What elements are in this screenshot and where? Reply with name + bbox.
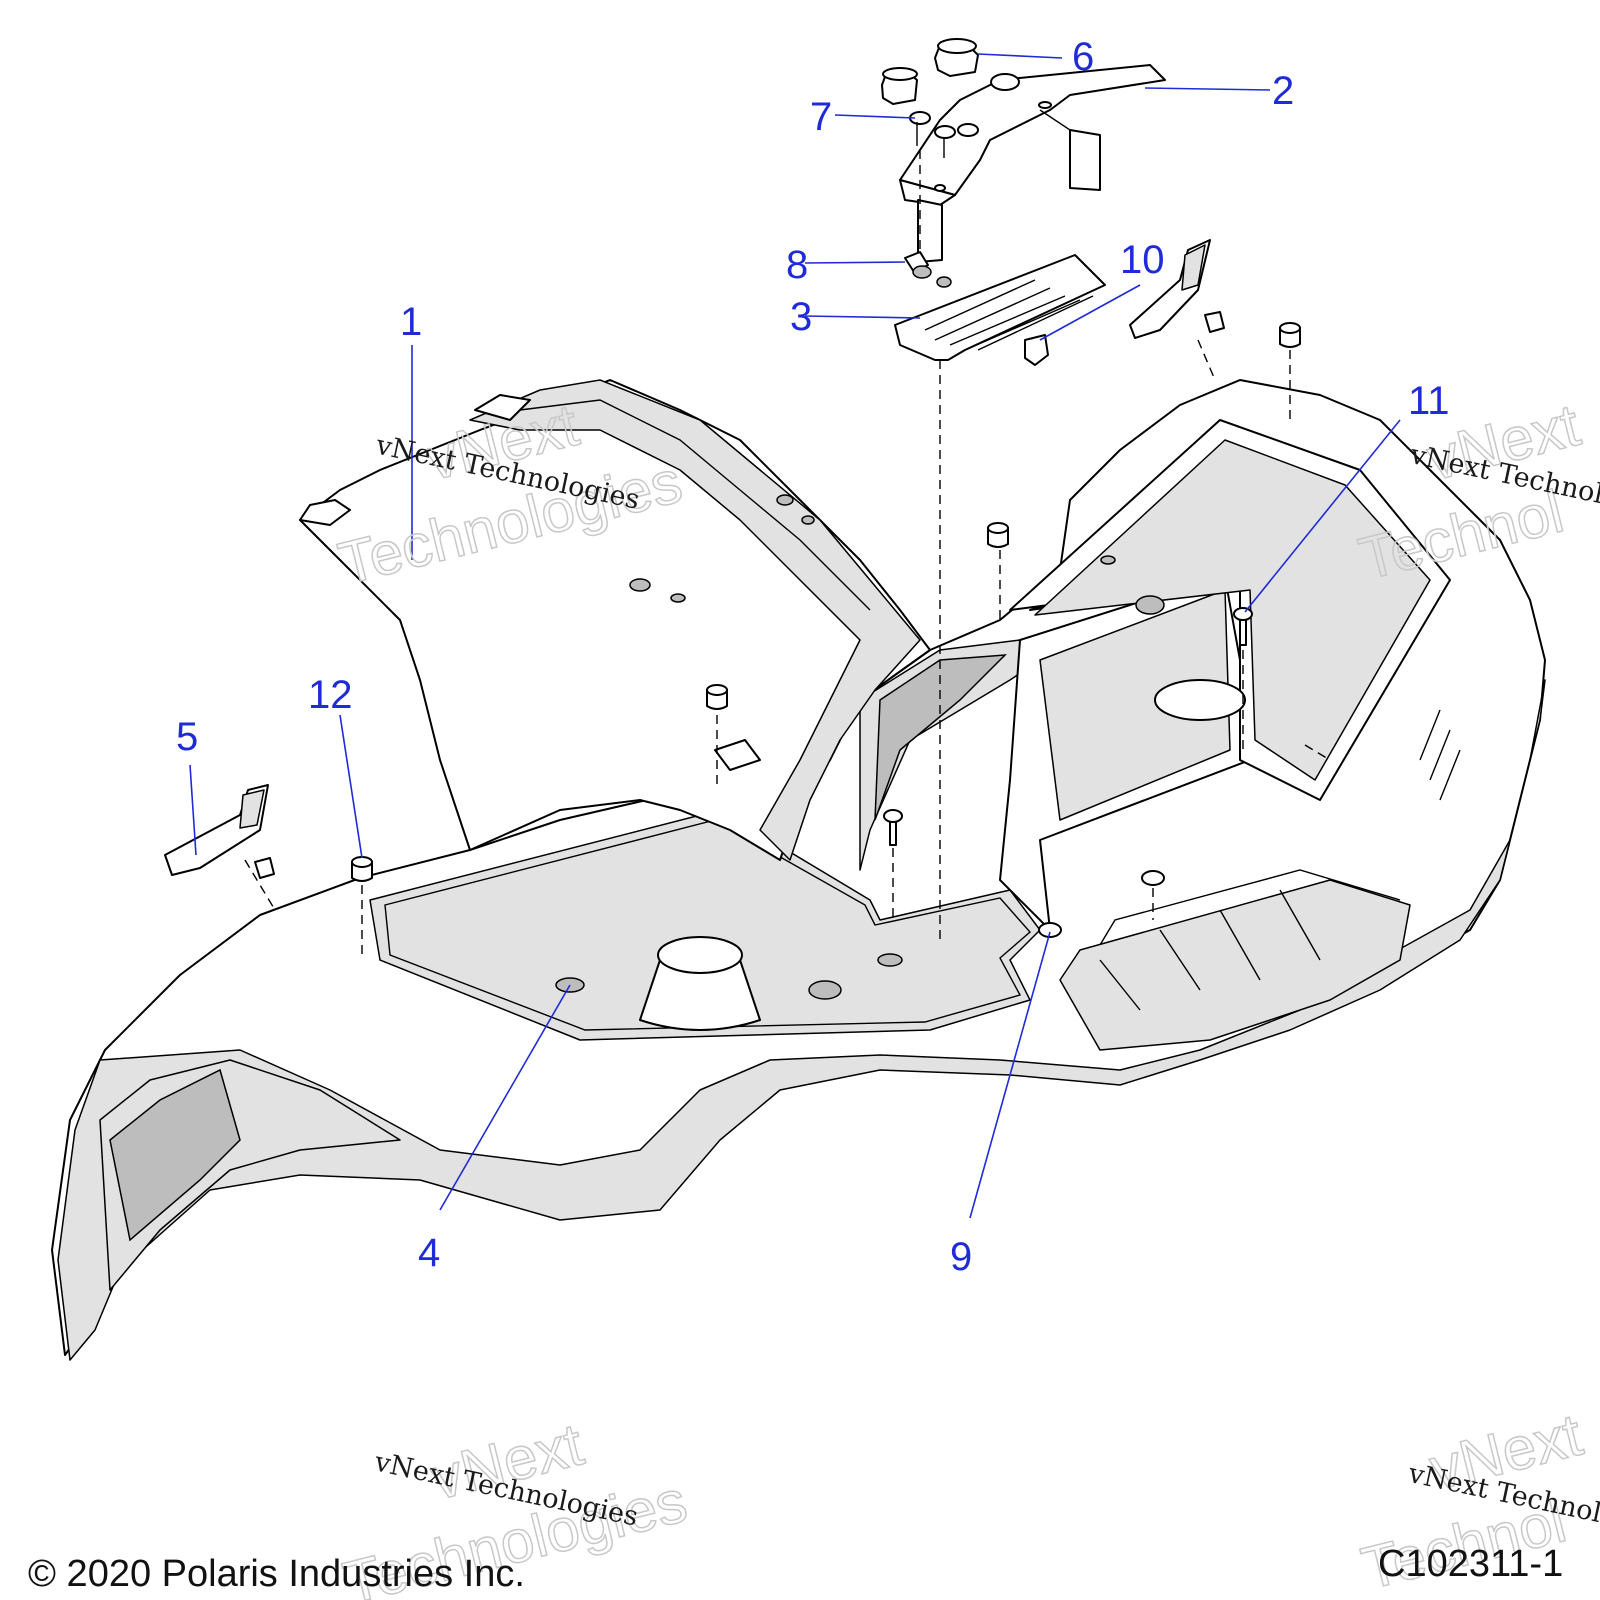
callout-4: 4 bbox=[418, 1231, 440, 1275]
nut-center bbox=[987, 522, 1009, 548]
callout-3: 3 bbox=[790, 295, 812, 339]
callout-10: 10 bbox=[1120, 238, 1165, 282]
leader-lines bbox=[189, 53, 1401, 1219]
rear-cab-body bbox=[51, 379, 1546, 1361]
callout-6: 6 bbox=[1072, 35, 1094, 79]
callout-1: 1 bbox=[400, 300, 422, 344]
callout-11: 11 bbox=[1408, 379, 1450, 423]
clip-8 bbox=[904, 251, 952, 288]
nut-12 bbox=[351, 856, 373, 882]
screw-center bbox=[883, 809, 903, 846]
handle-5 bbox=[164, 784, 275, 879]
callout-8: 8 bbox=[786, 243, 808, 287]
copyright-notice: © 2020 Polaris Industries Inc. bbox=[28, 1553, 525, 1595]
callout-labels: 1 2 3 4 5 6 7 8 9 10 11 12 bbox=[176, 35, 1450, 1279]
callout-7: 7 bbox=[810, 95, 832, 139]
assembly-lines bbox=[244, 150, 1331, 955]
rivet-9 bbox=[1038, 922, 1062, 938]
screw-7 bbox=[909, 111, 956, 158]
rack-support-bracket bbox=[899, 64, 1166, 263]
storage-lid-panel-3 bbox=[894, 254, 1106, 361]
figure-id: C102311-1 bbox=[1378, 1543, 1563, 1585]
callout-12: 12 bbox=[308, 673, 353, 717]
nut-right-top bbox=[1279, 322, 1301, 348]
callout-9: 9 bbox=[950, 1235, 972, 1279]
callout-2: 2 bbox=[1272, 69, 1294, 113]
rivet-right bbox=[1141, 870, 1165, 886]
nut-fender bbox=[706, 684, 728, 710]
screw-11 bbox=[1233, 607, 1253, 646]
bumper-left bbox=[881, 67, 918, 105]
callout-5: 5 bbox=[176, 715, 198, 759]
bumper-6 bbox=[934, 38, 979, 77]
handle-right bbox=[1129, 239, 1225, 339]
fastener-10 bbox=[1024, 334, 1049, 366]
